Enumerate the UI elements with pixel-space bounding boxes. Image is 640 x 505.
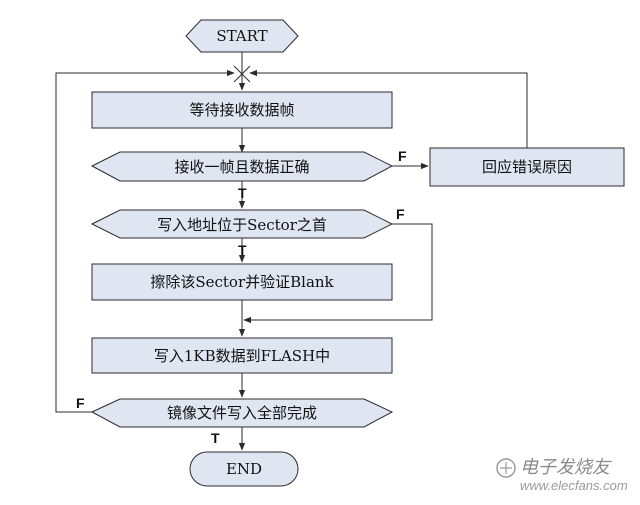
start-label: START	[216, 27, 267, 45]
erase-sector-process: 擦除该Sector并验证Blank	[91, 263, 393, 301]
edge-error-loop	[249, 69, 528, 148]
watermark-brand: 电子发烧友	[520, 457, 612, 478]
reply-error-process: 回应错误原因	[429, 147, 625, 187]
check-done-decision: 镜像文件写入全部完成	[90, 398, 394, 428]
check-sector-decision: 写入地址位于Sector之首	[90, 209, 394, 239]
check-sector-true-label: T	[238, 242, 247, 258]
check-frame-decision: 接收一帧且数据正确	[90, 151, 394, 182]
edge-done-false	[55, 69, 235, 413]
write-flash-process: 写入1KB数据到FLASH中	[91, 337, 393, 374]
check-done-true-label: T	[211, 430, 220, 446]
watermark-logo-mark	[500, 462, 512, 474]
reply-error-label: 回应错误原因	[482, 158, 572, 176]
watermark-url: www.elecfans.com	[520, 478, 628, 493]
erase-sector-label: 擦除该Sector并验证Blank	[150, 273, 334, 291]
watermark-logo-icon	[496, 458, 516, 478]
wait-frame-process: 等待接收数据帧	[91, 91, 393, 129]
junction-cross-b	[233, 65, 251, 83]
check-frame-label: 接收一帧且数据正确	[174, 158, 309, 176]
write-flash-label: 写入1KB数据到FLASH中	[154, 347, 330, 365]
end-node: END	[189, 451, 299, 487]
edge-sector-false	[243, 223, 433, 324]
watermark: 电子发烧友 www.elecfans.com	[496, 457, 628, 493]
check-sector-label: 写入地址位于Sector之首	[157, 216, 327, 234]
check-sector-false-label: F	[396, 206, 405, 222]
check-frame-true-label: T	[238, 185, 247, 201]
check-done-false-label: F	[76, 395, 85, 411]
check-done-label: 镜像文件写入全部完成	[167, 404, 317, 422]
end-label: END	[226, 460, 262, 478]
check-frame-false-label: F	[398, 148, 407, 164]
start-node: START	[185, 19, 299, 53]
wait-frame-label: 等待接收数据帧	[189, 101, 294, 119]
